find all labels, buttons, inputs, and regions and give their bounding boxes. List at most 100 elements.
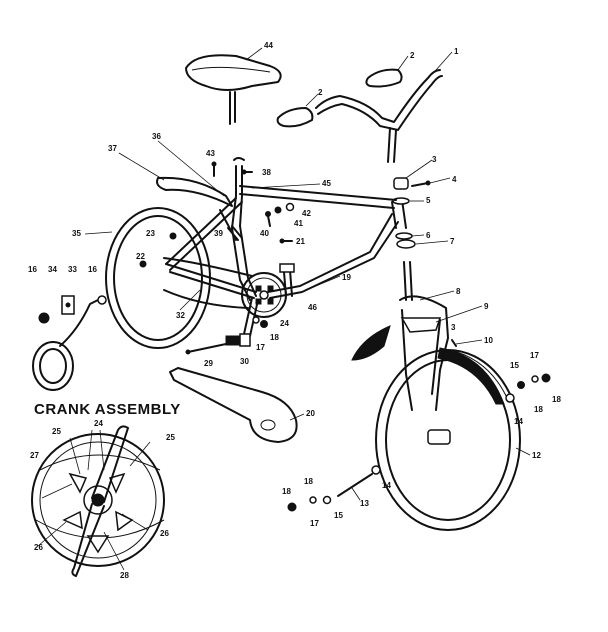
label-16-right: 16: [88, 265, 97, 274]
label-15-right: 15: [510, 361, 519, 370]
fork-bolt: [451, 339, 457, 347]
label-5: 5: [426, 196, 431, 205]
label-17-right: 17: [530, 351, 539, 360]
front-axle: [337, 473, 373, 497]
label-38: 38: [262, 168, 271, 177]
seat-post-bolt: [241, 169, 253, 175]
crank-assembly-title: CRANK ASSEMBLY: [34, 401, 181, 418]
screw-22: [139, 260, 147, 268]
training-bracket: [61, 295, 75, 315]
label-36: 36: [152, 132, 161, 141]
front-nut-left: [287, 502, 297, 512]
rear-fender: [156, 176, 233, 207]
label-15-left: 15: [334, 511, 343, 520]
label-18-crank: 18: [270, 333, 279, 342]
label-18-axle-b: 18: [282, 487, 291, 496]
label-45: 45: [322, 179, 331, 188]
label-18-right-a: 18: [534, 405, 543, 414]
label-14-left: 14: [382, 481, 391, 490]
label-43: 43: [206, 149, 215, 158]
label-3-top: 3: [432, 155, 437, 164]
label-26-left: 26: [34, 543, 43, 552]
label-37: 37: [108, 144, 117, 153]
label-33: 33: [68, 265, 77, 274]
locknut: [395, 232, 413, 240]
label-2-left: 2: [318, 88, 323, 97]
chainring: [241, 272, 287, 318]
front-wheel: [375, 349, 521, 531]
frame: [165, 157, 399, 301]
label-40: 40: [260, 229, 269, 238]
rear-wheel: [105, 207, 211, 349]
grip-left: [276, 107, 314, 128]
seat: [185, 54, 282, 125]
label-1: 1: [454, 47, 459, 56]
label-42: 42: [302, 209, 311, 218]
kickstand: [279, 263, 295, 297]
front-nut-right: [541, 373, 551, 383]
chain: [163, 257, 253, 309]
label-16-left: 16: [28, 265, 37, 274]
handlebar: [315, 69, 443, 163]
label-9: 9: [484, 302, 489, 311]
label-13: 13: [360, 499, 369, 508]
label-7: 7: [450, 237, 455, 246]
front-axle-nut-right: [505, 393, 515, 403]
bolt-43: [211, 161, 217, 177]
label-29: 29: [204, 359, 213, 368]
nut-41: [274, 206, 282, 214]
training-nut-left: [38, 312, 50, 324]
label-35: 35: [72, 229, 81, 238]
training-wheel: [32, 299, 99, 391]
leader-lines: [37, 47, 531, 571]
front-mudflap: [351, 325, 391, 361]
label-10: 10: [484, 336, 493, 345]
washer: [396, 239, 416, 249]
label-26-right: 26: [160, 529, 169, 538]
label-14-right: 14: [514, 417, 523, 426]
stem-clamp: [393, 177, 409, 190]
screw-21: [279, 238, 293, 244]
crank-nut: [260, 320, 268, 328]
label-19: 19: [342, 273, 351, 282]
grip-right: [365, 68, 403, 88]
head-tube: [391, 197, 410, 229]
label-18-axle-a: 18: [304, 477, 313, 486]
washer-42: [285, 202, 295, 212]
crank-assembly-inset: [31, 425, 165, 577]
label-23: 23: [146, 229, 155, 238]
label-22: 22: [136, 252, 145, 261]
label-30: 30: [240, 357, 249, 366]
clamp-39: [227, 225, 243, 241]
label-6: 6: [426, 231, 431, 240]
label-17-crank: 17: [256, 343, 265, 352]
label-25-left: 25: [52, 427, 61, 436]
label-34: 34: [48, 265, 57, 274]
chain-guard: [169, 367, 298, 443]
training-nut-right: [97, 295, 107, 305]
label-24-crank: 24: [94, 419, 103, 428]
crank-washer: [252, 316, 260, 324]
front-washer-right: [531, 375, 539, 383]
label-8: 8: [456, 287, 461, 296]
front-fender: [437, 347, 509, 405]
label-28: 28: [120, 571, 129, 580]
label-18-right-b: 18: [552, 395, 561, 404]
front-axle-nut-left: [371, 465, 381, 475]
label-17-axle: 17: [310, 519, 319, 528]
label-41: 41: [294, 219, 303, 228]
label-2-right: 2: [410, 51, 415, 60]
fork: [399, 261, 449, 411]
stem-bolt: [411, 180, 431, 187]
front-cone-right: [517, 381, 525, 389]
pedal: [225, 333, 251, 347]
label-44: 44: [264, 41, 273, 50]
bolt-40: [265, 211, 271, 227]
label-25-right: 25: [166, 433, 175, 442]
label-24-ring: 24: [280, 319, 289, 328]
label-20: 20: [306, 409, 315, 418]
labels: 44 1 2 2 43 38 45 3 4 5 6 7 8 9 10 36 37…: [28, 41, 561, 580]
label-12: 12: [532, 451, 541, 460]
